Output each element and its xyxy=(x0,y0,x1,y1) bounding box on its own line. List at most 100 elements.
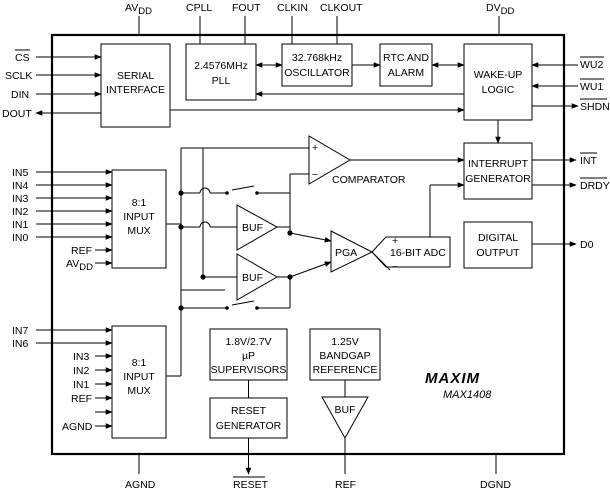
rst-label-1: RESET xyxy=(231,405,267,417)
rtc-label-1: RTC AND xyxy=(383,52,429,64)
sup-label-3: SUPERVISORS xyxy=(211,364,287,376)
serial-label-2: INTERFACE xyxy=(106,84,165,96)
serial-label-1: SERIAL xyxy=(117,70,155,82)
inner-agnd: AGND xyxy=(62,421,93,433)
input-mux-upper xyxy=(111,169,167,269)
osc-label-1: 32.768kHz xyxy=(292,52,342,64)
inner-avdd: AVDD xyxy=(66,258,93,273)
junction-dots xyxy=(178,190,293,311)
mux2-label-1: 8:1 xyxy=(132,357,147,369)
pin-in5: IN5 xyxy=(12,167,29,179)
osc-label-2: OSCILLATOR xyxy=(284,67,350,79)
pin-clkout: CLKOUT xyxy=(320,2,363,14)
inner-ref-upper: REF xyxy=(71,245,92,257)
pin-d0: D0 xyxy=(580,239,594,251)
mux2-label-3: MUX xyxy=(127,385,150,397)
mux1-label-1: 8:1 xyxy=(132,197,147,209)
interrupt-pins: INT DRDY xyxy=(532,152,610,192)
maxim-logo: MAXIM xyxy=(425,370,480,387)
pin-reset: RESET xyxy=(233,479,269,491)
wakeup-logic-block xyxy=(463,43,533,121)
mux1-label-2: INPUT xyxy=(123,211,155,223)
adc-minus: − xyxy=(392,261,398,273)
bg-label-2: BANDGAP xyxy=(319,350,370,362)
pll-block xyxy=(185,43,257,101)
wake-label-2: LOGIC xyxy=(482,84,515,96)
pin-in7: IN7 xyxy=(12,325,29,337)
bg-label-1: 1.25V xyxy=(331,336,358,348)
pin-in6: IN6 xyxy=(12,338,29,350)
pin-in1: IN1 xyxy=(12,219,29,231)
oscillator-block xyxy=(281,43,353,87)
mux2-label-2: INPUT xyxy=(123,371,155,383)
pin-fout: FOUT xyxy=(232,2,261,14)
input-mux-lower xyxy=(111,325,167,439)
pin-in4: IN4 xyxy=(12,180,29,192)
pin-cpll: CPLL xyxy=(186,2,212,14)
pin-agnd: AGND xyxy=(125,479,156,491)
bg-label-3: REFERENCE xyxy=(313,364,378,376)
pin-din: DIN xyxy=(11,89,29,101)
wake-label-1: WAKE-UP xyxy=(474,69,523,81)
upper-mux-pins: IN5 IN4 IN3 IN2 IN1 IN0 REF AVDD xyxy=(12,167,113,273)
inner-ref-lower: REF xyxy=(71,393,92,405)
inner-in3: IN3 xyxy=(73,351,90,363)
comparator-symbol xyxy=(308,135,351,185)
pin-int: INT xyxy=(580,155,598,167)
sup-label-1: 1.8V/2.7V xyxy=(225,336,271,348)
pin-in0: IN0 xyxy=(12,232,29,244)
pin-dvdd: DVDD xyxy=(486,2,514,17)
serial-interface-block xyxy=(100,43,171,128)
pin-cs: CS xyxy=(15,52,30,64)
buf3-label: BUF xyxy=(335,404,356,416)
pin-in3: IN3 xyxy=(12,193,29,205)
pin-wu2: WU2 xyxy=(580,59,603,71)
pin-avdd: AVDD xyxy=(125,2,152,17)
irq-label-2: GENERATOR xyxy=(465,173,531,185)
dout-label-1: DIGITAL xyxy=(478,232,518,244)
digital-output-block xyxy=(463,221,533,269)
rtc-label-2: ALARM xyxy=(388,67,424,79)
inner-in2: IN2 xyxy=(73,365,90,377)
comparator-label: COMPARATOR xyxy=(332,174,406,186)
reference-buffer xyxy=(321,396,369,440)
wakeup-pins: WU2 WU1 SHDN xyxy=(531,56,610,113)
comparator-minus: − xyxy=(312,169,318,181)
adc-block xyxy=(371,236,451,268)
bottom-pins: AGND RESET REF DGND xyxy=(125,454,511,491)
interrupt-generator-block xyxy=(463,142,533,200)
lower-mux-pins: IN7 IN6 IN3 IN2 IN1 REF AGND xyxy=(12,325,113,433)
pga-symbol xyxy=(330,230,374,273)
buf2-label: BUF xyxy=(242,272,263,284)
buf1-label: BUF xyxy=(242,222,263,234)
reset-generator-block xyxy=(209,397,288,439)
mux1-label-3: MUX xyxy=(127,225,150,237)
pin-in2: IN2 xyxy=(12,206,29,218)
adc-label: 16-BIT ADC xyxy=(390,247,446,259)
adc-plus: + xyxy=(392,235,398,247)
pin-dout: DOUT xyxy=(2,108,32,120)
analog-wiring xyxy=(166,147,465,377)
pga-label: PGA xyxy=(335,247,357,259)
pin-ref: REF xyxy=(335,479,356,491)
part-number: MAX1408 xyxy=(443,389,492,401)
pll-label-1: 2.4576MHz xyxy=(194,60,248,72)
top-pins: AVDD CPLL FOUT CLKIN CLKOUT DVDD xyxy=(125,2,514,45)
pin-wu1: WU1 xyxy=(580,81,603,93)
pll-label-2: PLL xyxy=(212,75,231,87)
dout-label-2: OUTPUT xyxy=(476,247,520,259)
irq-label-1: INTERRUPT xyxy=(468,158,529,170)
rtc-alarm-block xyxy=(379,43,433,87)
rst-label-2: GENERATOR xyxy=(216,420,282,432)
pin-clkin: CLKIN xyxy=(277,2,308,14)
comparator-plus: + xyxy=(312,142,318,154)
pin-drdy: DRDY xyxy=(580,180,610,192)
top-interconnects xyxy=(170,62,501,144)
pin-dgnd: DGND xyxy=(480,479,511,491)
sup-label-2: µP xyxy=(242,350,255,362)
pin-shdn: SHDN xyxy=(580,101,610,113)
serial-pins: CS SCLK DIN DOUT xyxy=(2,49,102,120)
bandgap-block xyxy=(309,328,381,381)
inner-in1: IN1 xyxy=(73,379,90,391)
